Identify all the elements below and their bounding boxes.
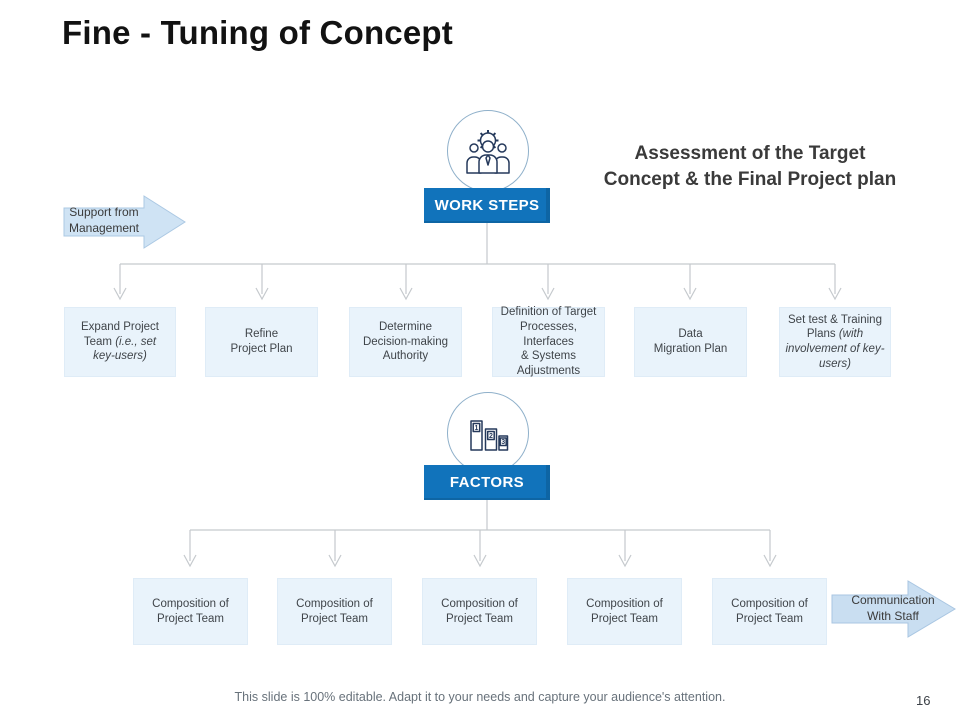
step-box-refine-plan: Refine Project Plan (205, 307, 318, 377)
support-arrow-shape (63, 195, 186, 249)
team-gear-icon (466, 130, 510, 174)
factor-box-text: Composition of Project Team (586, 597, 663, 625)
step-box-set-test-training: Set test & Training Plans (with involvem… (779, 307, 891, 377)
factors-header: FACTORS (424, 465, 550, 500)
factor-box-text: Composition of Project Team (731, 597, 808, 625)
work-steps-connectors (113, 223, 842, 301)
podium-number-1: 1 (475, 425, 479, 432)
communication-arrow-label: Communication With Staff (851, 593, 935, 623)
page-number: 16 (916, 693, 931, 708)
step-box-text: Expand Project Team (i.e., set key-users… (81, 320, 159, 363)
factor-box-text: Composition of Project Team (152, 597, 229, 625)
step-box-text: Data Migration Plan (653, 328, 728, 355)
footer-note: This slide is 100% editable. Adapt it to… (234, 690, 726, 704)
factor-box-composition-2: Composition of Project Team (277, 578, 392, 645)
factor-box-composition-1: Composition of Project Team (133, 578, 248, 645)
assessment-heading: Assessment of the Target Concept & the F… (603, 143, 897, 190)
work-steps-header: WORK STEPS (424, 188, 550, 223)
work-steps-icon-circle (447, 110, 529, 192)
page-title: Fine - Tuning of Concept (62, 14, 453, 51)
step-box-text: Refine Project Plan (230, 328, 293, 355)
factors-connectors (183, 500, 777, 568)
step-box-data-migration: Data Migration Plan (634, 307, 747, 377)
factor-box-composition-5: Composition of Project Team (712, 578, 827, 645)
step-box-target-processes: Definition of Target Processes, Interfac… (492, 306, 605, 378)
support-arrow-label: Support from Management (68, 205, 140, 235)
step-box-decision-authority: Determine Decision-making Authority (349, 307, 462, 377)
podium-number-2: 2 (489, 433, 493, 440)
communication-arrow-shape (831, 580, 956, 638)
podium-ranking-icon: 1 2 3 (470, 420, 509, 451)
step-box-text: Set test & Training Plans (with involvem… (785, 313, 885, 370)
factor-box-text: Composition of Project Team (441, 597, 518, 625)
factor-box-composition-4: Composition of Project Team (567, 578, 682, 645)
factor-box-text: Composition of Project Team (296, 597, 373, 625)
factors-icon-circle: 1 2 3 (447, 392, 529, 474)
step-box-text: Determine Decision-making Authority (362, 320, 448, 363)
factor-box-composition-3: Composition of Project Team (422, 578, 537, 645)
step-box-expand-team: Expand Project Team (i.e., set key-users… (64, 307, 176, 377)
podium-number-3: 3 (501, 439, 505, 446)
step-box-text: Definition of Target Processes, Interfac… (500, 306, 597, 378)
